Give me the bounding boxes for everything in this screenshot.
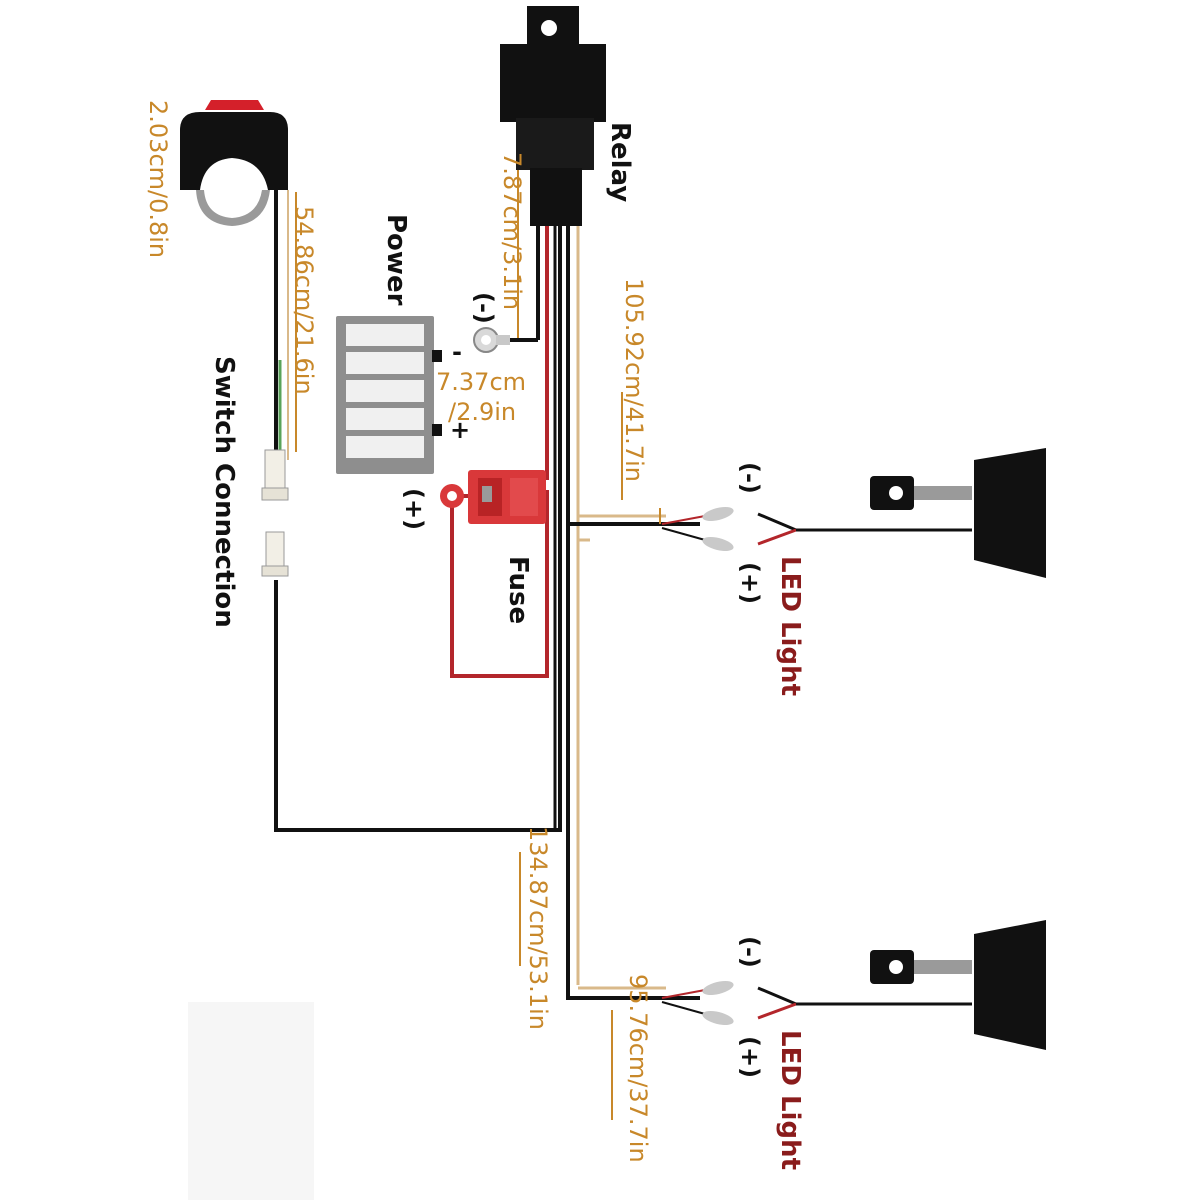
- led2-lead-wire: [757, 986, 972, 1020]
- led2-lead-measure: 95.76cm/37.7in: [624, 974, 652, 1163]
- led1-lead-measure: 105.92cm/41.7in: [620, 278, 648, 482]
- relay-lead-measure: 7.87cm/3.1in: [498, 152, 526, 310]
- power-negative-mark: (-): [470, 292, 498, 324]
- led-light-icon-2: [870, 920, 1046, 1050]
- switch-connection-label: Switch Connection: [209, 356, 239, 628]
- led1-connector-icon: [661, 507, 734, 551]
- led1-positive-mark: (+): [736, 562, 764, 604]
- watermark-panel: [188, 1002, 314, 1200]
- switch-lead-measure: 54.86cm/21.6in: [290, 206, 318, 395]
- connector-plug-icon: [261, 449, 289, 577]
- led-light-label-2: LED Light: [775, 1030, 805, 1170]
- power-label: Power: [381, 214, 411, 306]
- fuse-label: Fuse: [503, 556, 533, 624]
- power-lead-measure-b: /2.9in: [448, 398, 516, 426]
- led2-connector-icon: [661, 981, 734, 1025]
- power-positive-mark: (+): [400, 488, 428, 530]
- switch-size-measure: 2.03cm/0.8in: [144, 100, 172, 258]
- led1-negative-mark: (-): [736, 462, 764, 494]
- led-light-icon: [870, 448, 1046, 578]
- led-light-label-1: LED Light: [775, 556, 805, 696]
- battery-minus-mark: -: [452, 338, 462, 366]
- led2-run-measure: 134.87cm/53.1in: [524, 826, 552, 1030]
- led2-negative-mark: (-): [736, 936, 764, 968]
- battery-plus-mark: +: [450, 416, 470, 444]
- dimension-marker-led1: [621, 392, 661, 524]
- ring-terminal-red-icon: [440, 484, 464, 508]
- power-lead-measure-a: 7.37cm: [436, 368, 526, 396]
- rocker-switch-icon: [180, 100, 288, 226]
- led2-positive-mark: (+): [736, 1036, 764, 1078]
- led1-lead-wire: [757, 512, 972, 546]
- relay-label: Relay: [605, 122, 635, 202]
- ring-terminal-icon: [473, 327, 510, 353]
- fuse-holder-icon: [468, 470, 546, 524]
- battery-icon: [336, 316, 442, 474]
- switch-return-wire: [274, 225, 562, 832]
- relay-icon: [500, 6, 606, 226]
